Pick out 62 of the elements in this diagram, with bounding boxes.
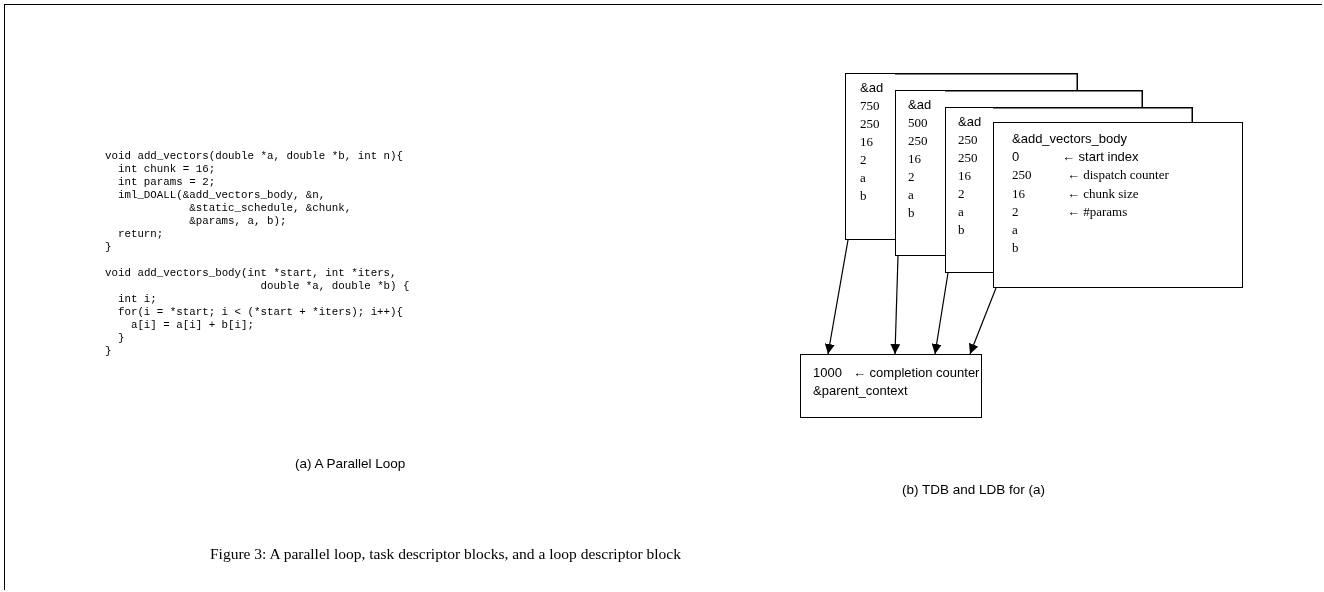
code-line: void add_vectors_body(int *start, int *iters, xyxy=(105,267,397,280)
code-line: &static_schedule, &chunk, xyxy=(188,202,352,215)
field-annotation: ← start index xyxy=(1062,149,1139,165)
field-value: 16 xyxy=(908,151,921,166)
code-line: return; xyxy=(116,228,164,241)
code-line: double *a, double *b) { xyxy=(259,280,410,293)
loop-descriptor-block xyxy=(800,354,982,418)
code-line: a[i] = a[i] + b[i]; xyxy=(129,319,254,332)
field-value: b xyxy=(908,205,915,220)
field-heading: &ad xyxy=(860,80,884,95)
field-heading: &ad xyxy=(908,97,932,112)
field-annotation: ← #params xyxy=(1067,203,1128,219)
code-line: int chunk = 16; xyxy=(116,163,216,176)
field-value: a xyxy=(1012,222,1018,237)
field-value: 250 xyxy=(860,116,880,131)
field-value: 1000 xyxy=(813,365,842,380)
field-value: a xyxy=(908,187,914,202)
code-line: &params, a, b); xyxy=(188,215,287,228)
arrow xyxy=(824,239,849,355)
field-value: b xyxy=(860,188,867,203)
field-value: a xyxy=(958,204,964,219)
field-value: 16 xyxy=(958,168,971,183)
code-line: void add_vectors(double *a, double *b, int n){ xyxy=(105,150,404,163)
field-value: b xyxy=(1012,240,1019,256)
field-heading: &add_vectors_body xyxy=(1012,131,1127,146)
code-line: } xyxy=(116,332,125,345)
code-line: for(i = *start; i < (*start + *iters); i++){ xyxy=(116,306,404,319)
field-value: 500 xyxy=(908,115,928,130)
field-value: 16 xyxy=(1012,185,1025,201)
field-value: 250 xyxy=(958,150,978,165)
field-value: b xyxy=(958,222,965,237)
task-descriptor-block xyxy=(895,90,945,256)
arrow xyxy=(969,287,997,355)
field-value: 0 xyxy=(1012,149,1020,165)
field-value: 2 xyxy=(860,152,867,167)
field-value: 250 xyxy=(1012,167,1032,183)
code-line: int params = 2; xyxy=(116,176,216,189)
field-annotation: ← dispatch counter xyxy=(1067,167,1169,183)
code-line: } xyxy=(105,241,112,254)
task-descriptor-block xyxy=(993,122,1243,288)
code-line: iml_DOALL(&add_vectors_body, &n, xyxy=(116,189,326,202)
code-line: } xyxy=(105,345,112,358)
figure-caption: Figure 3: A parallel loop, task descriptor blocks, and a loop descriptor block xyxy=(210,545,681,563)
panel-caption: (b) TDB and LDB for (a) xyxy=(902,482,1046,497)
arrow xyxy=(890,255,901,355)
field-value: 16 xyxy=(860,134,873,149)
field-value: 2 xyxy=(958,186,965,201)
task-descriptor-block xyxy=(945,107,993,273)
field-annotation: ← completion counter xyxy=(853,365,980,380)
field-heading: &ad xyxy=(958,114,982,129)
code-line: int i; xyxy=(116,293,157,306)
field-annotation: ← chunk size xyxy=(1067,185,1139,201)
field-value: 2 xyxy=(1012,203,1019,219)
field-value: 250 xyxy=(958,132,978,147)
field-value: a xyxy=(860,170,866,185)
field-value: 750 xyxy=(860,98,880,113)
panel-caption: (a) A Parallel Loop xyxy=(295,456,406,471)
field-value: 2 xyxy=(908,169,915,184)
task-descriptor-block xyxy=(845,73,895,240)
arrow xyxy=(931,272,949,355)
field-value: &parent_context xyxy=(813,383,908,398)
field-value: 250 xyxy=(908,133,928,148)
